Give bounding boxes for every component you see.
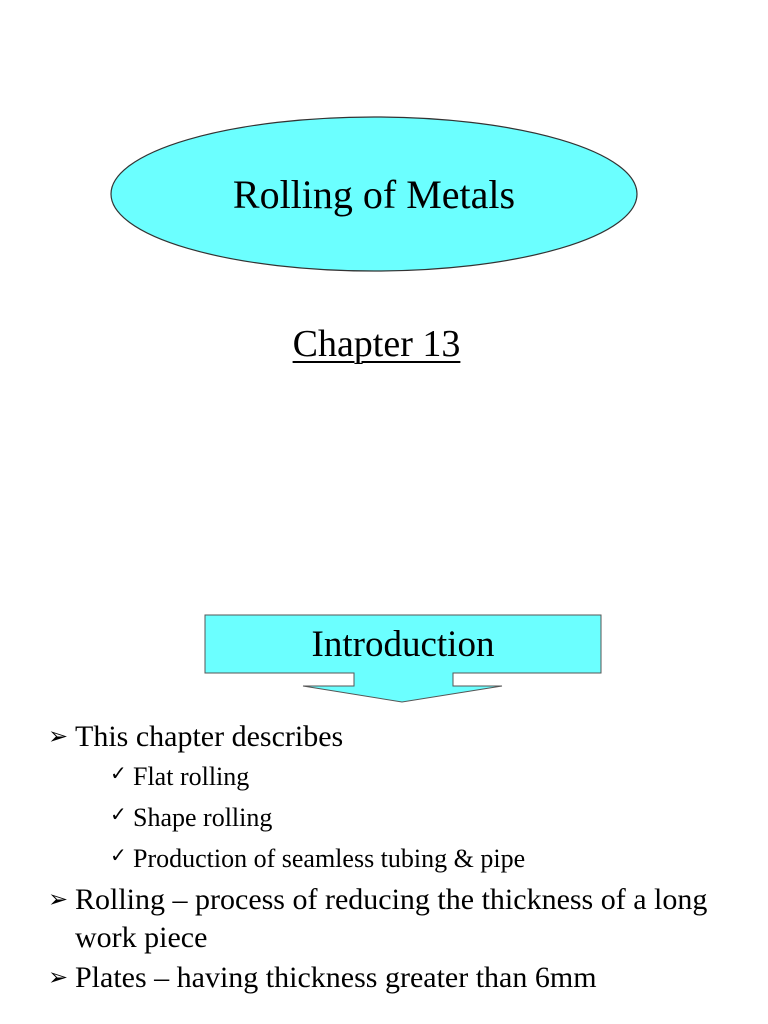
bullet-text: This chapter describes bbox=[75, 720, 344, 753]
slide-title: Rolling of Metals bbox=[232, 172, 516, 217]
title-slide: Rolling of Metals Chapter 13 bbox=[110, 116, 638, 365]
down-arrow-callout-icon bbox=[204, 614, 602, 703]
sub-bullet-item: ✓ Production of seamless tubing & pipe bbox=[75, 838, 748, 879]
checkmark-icon: ✓ bbox=[110, 804, 127, 826]
arrowhead-bullet-icon: ➢ bbox=[48, 887, 69, 913]
callout-label: Introduction bbox=[311, 623, 495, 665]
introduction-slide: Introduction ➢ This chapter describes ✓ … bbox=[0, 600, 768, 1024]
sub-bullet-text: Production of seamless tubing & pipe bbox=[133, 844, 526, 873]
title-ellipse: Rolling of Metals bbox=[110, 116, 638, 272]
sub-bullet-text: Shape rolling bbox=[133, 803, 273, 832]
sub-bullet-text: Flat rolling bbox=[133, 762, 250, 791]
checkmark-icon: ✓ bbox=[110, 763, 127, 785]
bullet-item: ➢ Plates – having thickness greater than… bbox=[48, 959, 748, 997]
sub-bullet-item: ✓ Shape rolling bbox=[75, 797, 748, 838]
chapter-label: Chapter 13 bbox=[292, 323, 461, 365]
bullet-text: Rolling – process of reducing the thickn… bbox=[75, 883, 708, 954]
introduction-callout: Introduction bbox=[200, 610, 610, 710]
sub-bullet-item: ✓ Flat rolling bbox=[75, 756, 748, 797]
bullet-text: Plates – having thickness greater than 6… bbox=[75, 961, 597, 994]
arrowhead-bullet-icon: ➢ bbox=[48, 724, 69, 750]
bullet-item: ➢ This chapter describes ✓ Flat rolling … bbox=[48, 718, 748, 879]
bullet-item: ➢ Rolling – process of reducing the thic… bbox=[48, 881, 748, 957]
ellipse-shape bbox=[110, 116, 638, 272]
bullet-list: ➢ This chapter describes ✓ Flat rolling … bbox=[48, 718, 748, 997]
checkmark-icon: ✓ bbox=[110, 845, 127, 867]
arrowhead-bullet-icon: ➢ bbox=[48, 965, 69, 991]
sub-bullet-list: ✓ Flat rolling ✓ Shape rolling ✓ Product… bbox=[75, 756, 748, 879]
